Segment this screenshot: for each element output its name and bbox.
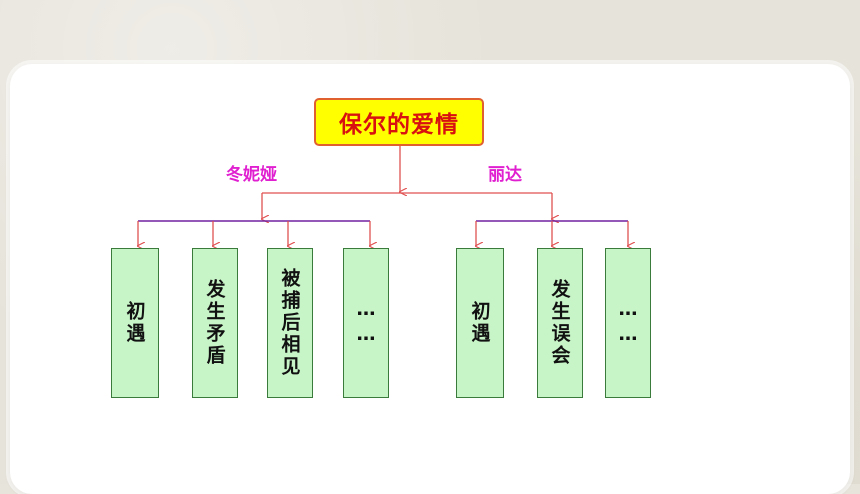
node-right-3: …… [605, 248, 651, 398]
node-left-1: 初遇 [111, 248, 159, 398]
node-left-2: 发生矛盾 [192, 248, 238, 398]
node-text: 发生矛盾 [203, 279, 226, 367]
node-right-2: 发生误会 [537, 248, 583, 398]
connector-lines [0, 146, 860, 484]
branch-label-left: 冬妮娅 [226, 165, 277, 185]
node-text: …… [617, 298, 639, 348]
node-text: 被捕后相见 [278, 268, 301, 378]
node-text: 发生误会 [548, 279, 571, 367]
node-text: …… [355, 298, 377, 348]
branch-label-right: 丽达 [488, 165, 522, 185]
root-title: 保尔的爱情 [314, 98, 484, 146]
node-left-3: 被捕后相见 [267, 248, 313, 398]
node-left-4: …… [343, 248, 389, 398]
node-text: 初遇 [123, 301, 146, 345]
node-text: 初遇 [468, 301, 491, 345]
node-right-1: 初遇 [456, 248, 504, 398]
